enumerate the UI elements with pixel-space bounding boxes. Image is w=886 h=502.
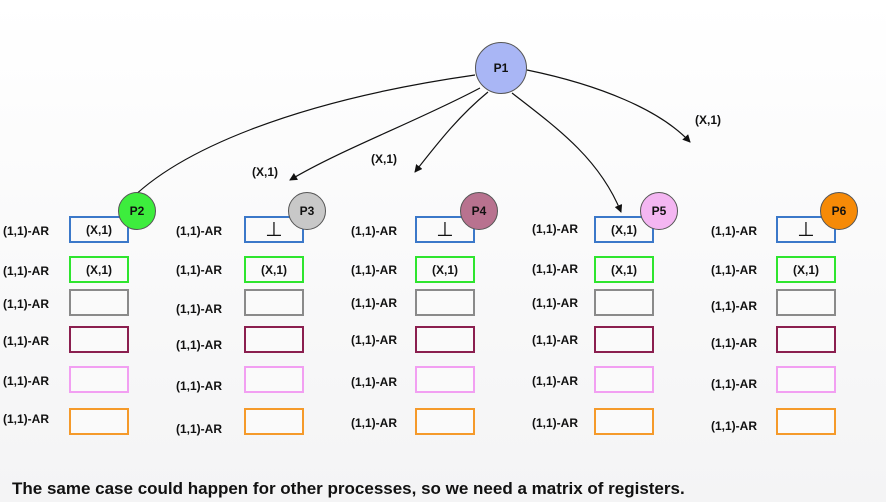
p5-register-6: [594, 408, 654, 435]
p4-register-label-2: (1,1)-AR: [351, 263, 398, 277]
p2-register-3: [69, 289, 129, 316]
message-label-1: (X,1): [252, 165, 279, 179]
p6-register-label-4: (1,1)-AR: [711, 336, 758, 350]
p4-register-1: ⊥: [415, 216, 475, 243]
p6-register-5: [776, 366, 836, 393]
p5-register-label-1: (1,1)-AR: [532, 222, 579, 236]
p3-register-label-4: (1,1)-AR: [176, 338, 223, 352]
message-arrow-2: [289, 87, 481, 181]
p5-register-label-6: (1,1)-AR: [532, 416, 579, 430]
p6-register-2: (X,1): [776, 256, 836, 283]
p3-register-label-6: (1,1)-AR: [176, 422, 223, 436]
p5-register-label-4: (1,1)-AR: [532, 333, 579, 347]
p3-register-label-5: (1,1)-AR: [176, 379, 223, 393]
p2-register-label-2: (1,1)-AR: [3, 264, 50, 278]
p4-register-label-5: (1,1)-AR: [351, 375, 398, 389]
p5-register-label-2: (1,1)-AR: [532, 262, 579, 276]
p3-register-label-1: (1,1)-AR: [176, 224, 223, 238]
p5-register-2: (X,1): [594, 256, 654, 283]
message-label-3: (X,1): [695, 113, 722, 127]
p2-register-5: [69, 366, 129, 393]
p4-register-label-1: (1,1)-AR: [351, 224, 398, 238]
p6-register-6: [776, 408, 836, 435]
p5-register-5: [594, 366, 654, 393]
p2-register-1: (X,1): [69, 216, 129, 243]
p3-register-3: [244, 289, 304, 316]
p3-register-2: (X,1): [244, 256, 304, 283]
p2-register-label-4: (1,1)-AR: [3, 334, 50, 348]
p2-register-label-5: (1,1)-AR: [3, 374, 50, 388]
p2-register-2: (X,1): [69, 256, 129, 283]
message-arrow-4: [511, 92, 623, 213]
p6-register-label-1: (1,1)-AR: [711, 224, 758, 238]
p6-register-label-2: (1,1)-AR: [711, 263, 758, 277]
p2-register-label-3: (1,1)-AR: [3, 297, 50, 311]
p2-register-6: [69, 408, 129, 435]
p5-register-3: [594, 289, 654, 316]
p2-register-label-1: (1,1)-AR: [3, 224, 50, 238]
p4-register-label-6: (1,1)-AR: [351, 416, 398, 430]
process-node-p3: P3: [288, 192, 326, 230]
p4-register-label-4: (1,1)-AR: [351, 333, 398, 347]
process-node-p4: P4: [460, 192, 498, 230]
process-node-p1: P1: [475, 42, 527, 94]
p3-register-4: [244, 326, 304, 353]
p4-register-label-3: (1,1)-AR: [351, 296, 398, 310]
p4-register-6: [415, 408, 475, 435]
p2-register-4: [69, 326, 129, 353]
p5-register-label-5: (1,1)-AR: [532, 374, 579, 388]
p6-register-label-5: (1,1)-AR: [711, 377, 758, 391]
caption: The same case could happen for other pro…: [12, 479, 685, 498]
message-arrow-5: [526, 69, 691, 143]
p5-register-label-3: (1,1)-AR: [532, 296, 579, 310]
p3-register-6: [244, 408, 304, 435]
p3-register-label-3: (1,1)-AR: [176, 302, 223, 316]
p4-register-5: [415, 366, 475, 393]
p5-register-4: [594, 326, 654, 353]
p6-register-3: [776, 289, 836, 316]
p3-register-label-2: (1,1)-AR: [176, 263, 223, 277]
message-label-2: (X,1): [371, 152, 398, 166]
message-arrow-1: [118, 74, 476, 213]
process-node-p6: P6: [820, 192, 858, 230]
p6-register-4: [776, 326, 836, 353]
p4-register-3: [415, 289, 475, 316]
p6-register-label-3: (1,1)-AR: [711, 299, 758, 313]
process-node-p2: P2: [118, 192, 156, 230]
p4-register-2: (X,1): [415, 256, 475, 283]
message-arrow-3: [414, 91, 489, 173]
process-node-p5: P5: [640, 192, 678, 230]
p2-register-label-6: (1,1)-AR: [3, 412, 50, 426]
p4-register-4: [415, 326, 475, 353]
p6-register-label-6: (1,1)-AR: [711, 419, 758, 433]
p3-register-5: [244, 366, 304, 393]
